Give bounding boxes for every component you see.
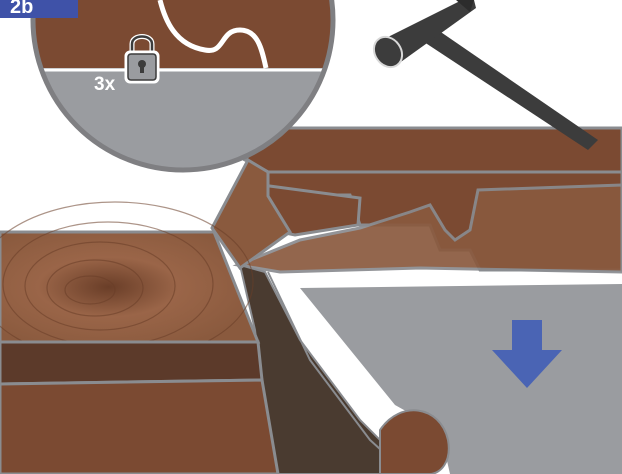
down-arrow-icon bbox=[492, 320, 562, 388]
angled-plank bbox=[232, 183, 622, 274]
plank-lip bbox=[379, 409, 450, 474]
lock-count-label: 3x bbox=[94, 74, 116, 95]
front-plank-side bbox=[0, 340, 264, 386]
lock-icon bbox=[124, 34, 160, 84]
plank-edge-connector bbox=[210, 157, 293, 271]
hammer-icon bbox=[372, 0, 598, 150]
lower-plank bbox=[0, 378, 280, 474]
step-badge: 2b bbox=[0, 0, 78, 18]
front-plank-top bbox=[0, 230, 261, 344]
